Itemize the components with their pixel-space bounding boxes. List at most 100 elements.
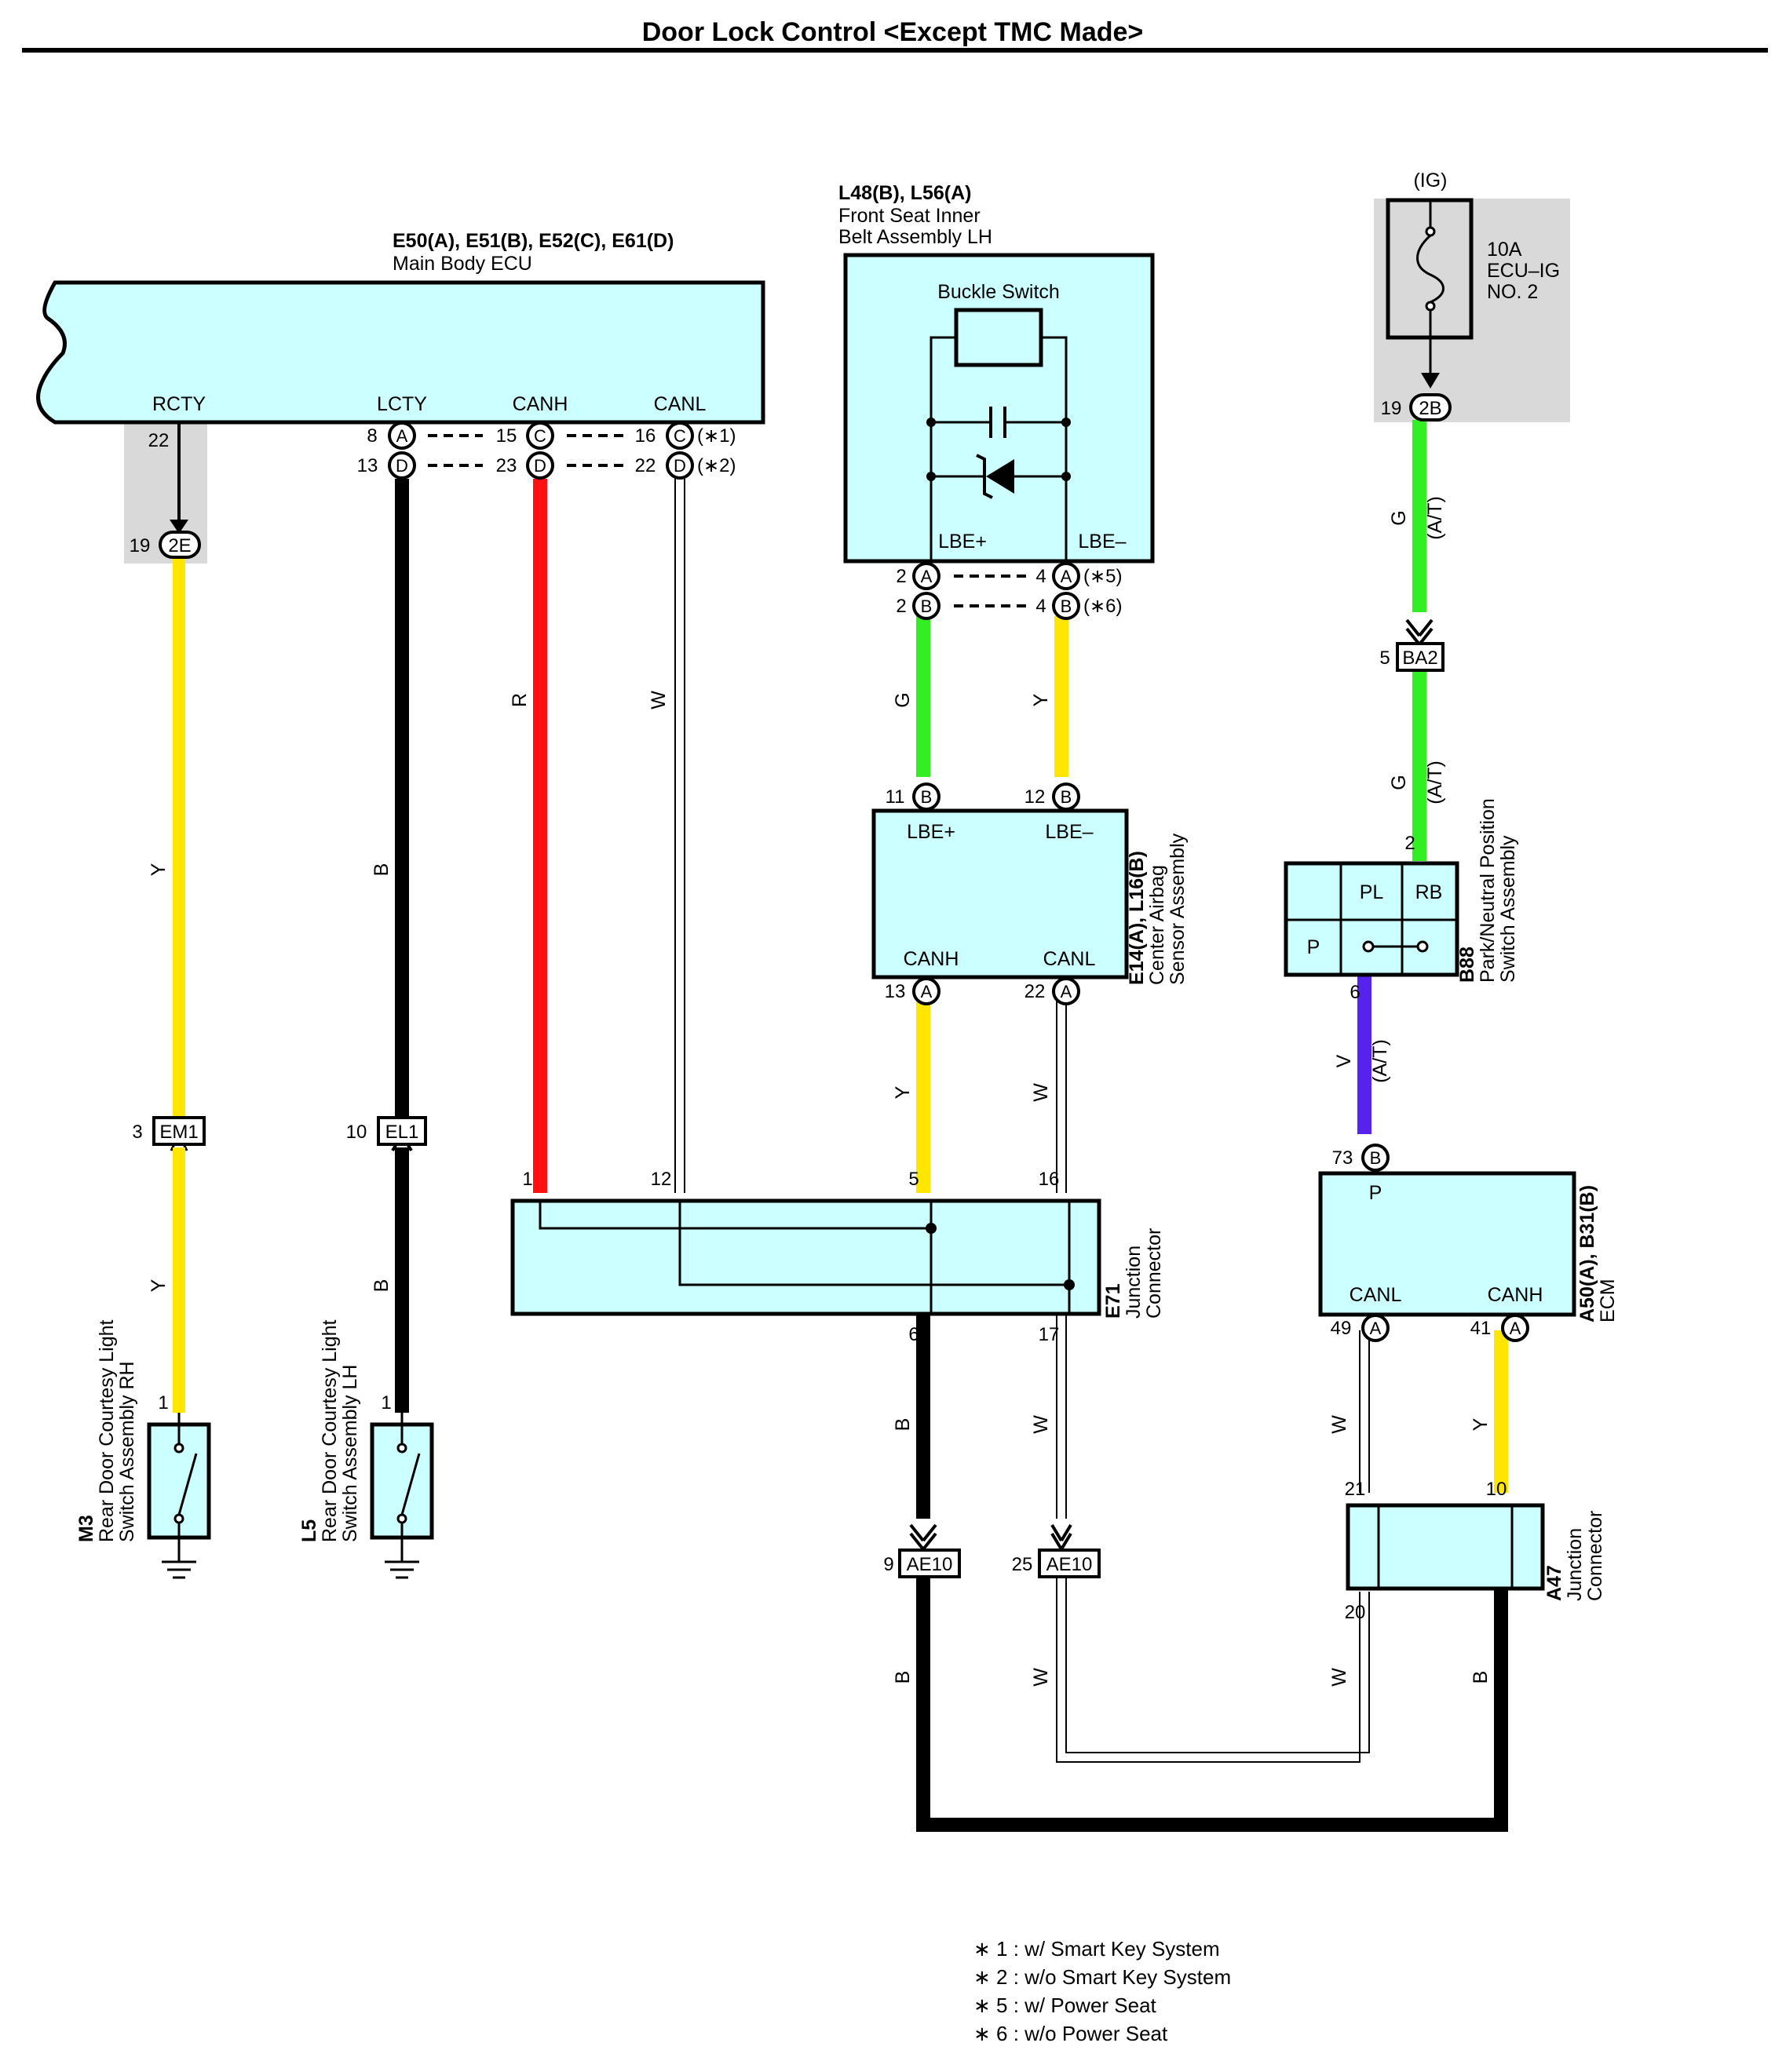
fuse-node-bottom [1425,301,1436,312]
connector-sb-b-minus-label: B [1061,596,1072,616]
pin-ecu-22: 22 [148,430,170,451]
ab-terminal-canl: CANL [1043,948,1096,970]
fuse-name: ECU–IG [1487,260,1560,282]
wire-label-at-pnp: (A/T) [1424,761,1446,804]
wire-label-b-a47-9: B [1470,1671,1492,1684]
pin-a47-20: 20 [1345,1602,1366,1623]
connector-ecu-a-lcty [388,421,416,450]
ecu-terminal-lcty: LCTY [377,393,427,415]
l5-code: L5 [298,1519,320,1542]
ab-terminal-lbe-plus: LBE+ [907,821,955,843]
connector-sb-a-minus [1052,562,1080,590]
buckle-switch-label: Buckle Switch [937,281,1060,303]
connector-2b [1409,393,1452,421]
chevron-ae10-25-a [1050,1523,1063,1542]
footnote-5: ∗ 5 : w/ Power Seat [973,1994,1157,2017]
connector-ecu-d-canh-label: D [534,456,546,476]
wire-label-w-a47-20: W [1328,1668,1350,1687]
main-body-ecu [36,280,765,425]
pnp-name-line2: Switch Assembly [1497,835,1519,983]
m3-contact-bottom [173,1513,184,1524]
connector-sb-b-plus [912,592,940,620]
wire-label-g-lbe-plus: G [892,692,914,707]
pin-e71-12: 12 [651,1169,672,1190]
pin-ab-22: 22 [1024,981,1046,1002]
m3-label-group: M3 Rear Door Courtesy Light Switch Assem… [75,1319,138,1542]
chevron-ba2-d [1418,627,1434,646]
airbag-codes: E14(A), L16(B) [1126,851,1148,985]
pin-sb-4b: 4 [1035,596,1046,617]
a47-label-group: A47 Junction Connector [1543,1511,1606,1601]
e71-code: E71 [1102,1283,1124,1319]
chevron-ae10-25-d [1060,1532,1072,1551]
connector-ab-a-13 [912,977,940,1005]
seatbelt-lbe-minus: LBE– [1078,531,1126,553]
pin-pnp-6: 6 [1350,982,1360,1003]
pnp-code: B88 [1456,947,1478,983]
center-airbag-sensor-assembly [871,808,1129,979]
connector-ecu-d-lcty [388,451,416,480]
chevron-ae10-9-c [909,1532,925,1551]
pnp-terminal-p: P [1307,936,1320,958]
l5-label-group: L5 Rear Door Courtesy Light Switch Assem… [298,1319,361,1542]
node-diode-left [926,472,936,481]
connector-ecm-b-73 [1361,1144,1390,1172]
fuse-element-icon [1416,234,1445,304]
pin-ecu-19: 19 [130,535,151,556]
fuse-number: NO. 2 [1487,281,1538,303]
l5-name-line2: Switch Assembly LH [339,1365,361,1542]
mark-no-power-seat: (∗6) [1083,596,1122,617]
wire-ae10-a47-white-loop-inner [1065,1578,1370,1753]
mark-power-seat: (∗5) [1083,566,1122,587]
pin-em1-3: 3 [132,1122,142,1143]
pnp-terminal-rb: RB [1415,881,1443,903]
connector-ab-b-11-label: B [921,787,933,807]
page-title: Door Lock Control <Except TMC Made> [642,17,1144,47]
pin-ecm-49: 49 [1331,1318,1352,1339]
pin-ab-13: 13 [885,981,906,1002]
wire-label-at-ig: (A/T) [1424,496,1446,540]
pin-sb-4a: 4 [1035,566,1046,587]
ecm-terminal-canl: CANL [1350,1284,1402,1306]
connector-ecu-d-canl-label: D [674,456,686,476]
connector-sb-a-plus-label: A [921,567,933,586]
pin-el1-10: 10 [346,1122,367,1143]
pin-pnp-2: 2 [1404,833,1415,854]
m3-contact-top [173,1443,184,1454]
connector-ecu-d-lcty-label: D [396,456,408,476]
e71-bus-canh [539,1201,933,1314]
chevron-ae10-9-d [922,1532,937,1551]
chevron-ae10-9-a [909,1523,925,1542]
pin-ae10-9: 9 [883,1554,893,1575]
ecm [1318,1171,1576,1317]
connector-em1-label: EM1 [159,1122,198,1143]
wire-label-y-rcty: Y [148,863,170,876]
pin-a47-21: 21 [1345,1479,1366,1500]
wire-label-b-l5: B [371,1279,393,1293]
pin-m3-1: 1 [158,1392,168,1414]
pin-ba2-5: 5 [1379,648,1390,669]
e71-name-line2: Connector [1143,1228,1165,1319]
l5-contact-top [396,1443,407,1454]
e71-node-canl [1064,1279,1075,1290]
junction-connector-a47 [1346,1503,1545,1591]
connector-ecu-c-canh-label: C [534,426,546,446]
chevron-ba2-c [1405,627,1421,646]
fuse-source: (IG) [1413,170,1447,192]
connector-ecu-c-canh [526,421,554,450]
ecm-terminal-p: P [1369,1182,1382,1204]
pin-ecu-13: 13 [357,455,378,476]
pin-ecu-15: 15 [496,425,517,447]
airbag-label-group: E14(A), L16(B) Center Airbag Sensor Asse… [1126,833,1189,985]
a47-name-line2: Connector [1584,1511,1606,1601]
node-cap-right [1061,418,1071,427]
seatbelt-name-line2: Belt Assembly LH [838,226,992,248]
wire-label-r-canh: R [509,693,531,707]
wire-label-b-ae10-9: B [892,1671,914,1684]
diode-bar [976,454,993,499]
ab-terminal-lbe-minus: LBE– [1045,821,1093,843]
connector-sb-a-plus [912,562,940,590]
wire-label-g-ig: G [1388,510,1410,525]
mark-no-smart-key: (∗2) [697,455,736,476]
wire-ae10-a47-black-loop [916,1578,1508,1832]
